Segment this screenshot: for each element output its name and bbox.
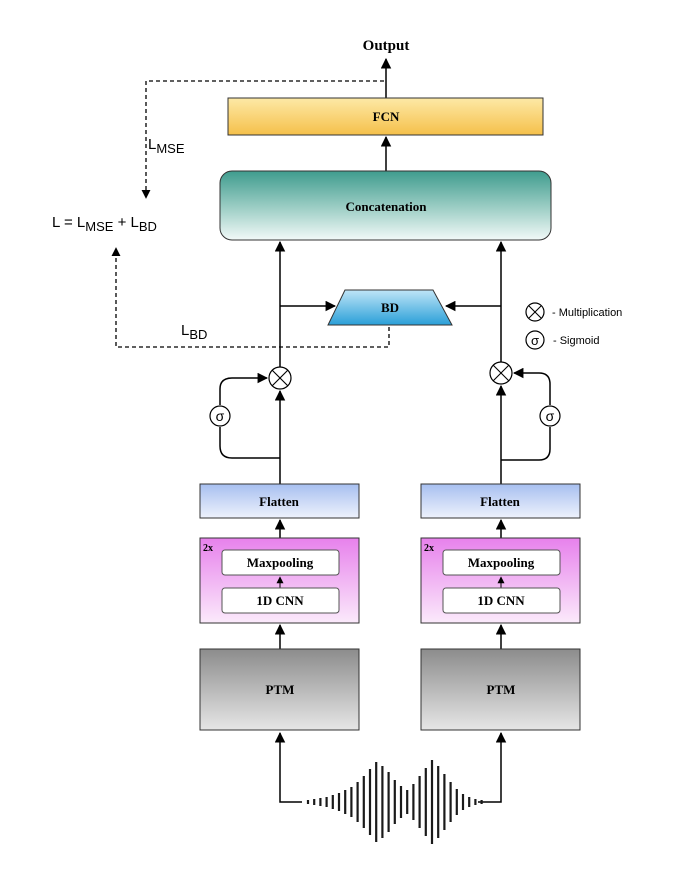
left-ptm-box (199, 648, 360, 731)
left-sigmoid-symbol: σ (216, 408, 225, 424)
right-wave-to-ptm-arrow (478, 731, 507, 803)
fcn-label: FCN (373, 109, 400, 124)
left-maxpooling-label: Maxpooling (247, 555, 314, 570)
left-sigmoid-to-mult-arrow (219, 372, 269, 405)
sigmoid-legend-symbol: σ (531, 333, 539, 348)
right-branch: σ Flatten 2x Maxpooling 1D CNN PTM (420, 361, 581, 803)
bd-loss-path (111, 247, 390, 348)
total-loss-equation: L = LMSE + LBD (52, 214, 157, 234)
right-sigmoid-icon (539, 405, 561, 427)
left-cnn-label: 1D CNN (256, 593, 304, 608)
output-label: Output (363, 38, 410, 54)
left-sigmoid-icon (209, 405, 231, 427)
right-flatten-label: Flatten (480, 494, 520, 509)
left-cnn-box (221, 587, 340, 614)
left-repeat-label: 2x (203, 543, 213, 554)
sigmoid-legend-label: - Sigmoid (553, 335, 599, 347)
left-flatten-label: Flatten (259, 494, 299, 509)
loss-bd-label: LBD (181, 322, 207, 342)
loss-mse-label: LMSE (148, 136, 185, 156)
right-ptm-box (420, 648, 581, 731)
right-sigmoid-to-mult-arrow (512, 367, 551, 405)
mse-loss-path (141, 80, 384, 199)
right-sigmoid-symbol: σ (546, 408, 555, 424)
right-maxpooling-label: Maxpooling (468, 555, 535, 570)
multiplication-legend-label: - Multiplication (552, 307, 622, 319)
right-maxpooling-box (442, 549, 561, 576)
right-cnn-label: 1D CNN (477, 593, 525, 608)
bd-block (327, 289, 453, 326)
sigmoid-legend-icon (525, 330, 545, 350)
left-branch: σ Flatten 2x Maxpooling 1D CNN PTM (199, 366, 360, 803)
concatenation-box (219, 170, 552, 241)
left-sigmoid-loop (219, 427, 280, 459)
left-maxpooling-box (221, 549, 340, 576)
right-sigmoid-loop (501, 427, 551, 461)
right-flatten-box (420, 483, 581, 519)
legend: - Multiplication σ - Sigmoid (525, 302, 622, 350)
left-ptm-label: PTM (266, 682, 295, 697)
fcn-box (227, 97, 544, 136)
left-wave-to-ptm-arrow (274, 731, 302, 803)
right-cnn-box (442, 587, 561, 614)
right-repeat-label: 2x (424, 543, 434, 554)
left-flatten-box (199, 483, 360, 519)
right-ptm-label: PTM (487, 682, 516, 697)
concatenation-label: Concatenation (346, 199, 428, 214)
bd-label: BD (381, 300, 399, 315)
waveform-icon (306, 760, 483, 844)
